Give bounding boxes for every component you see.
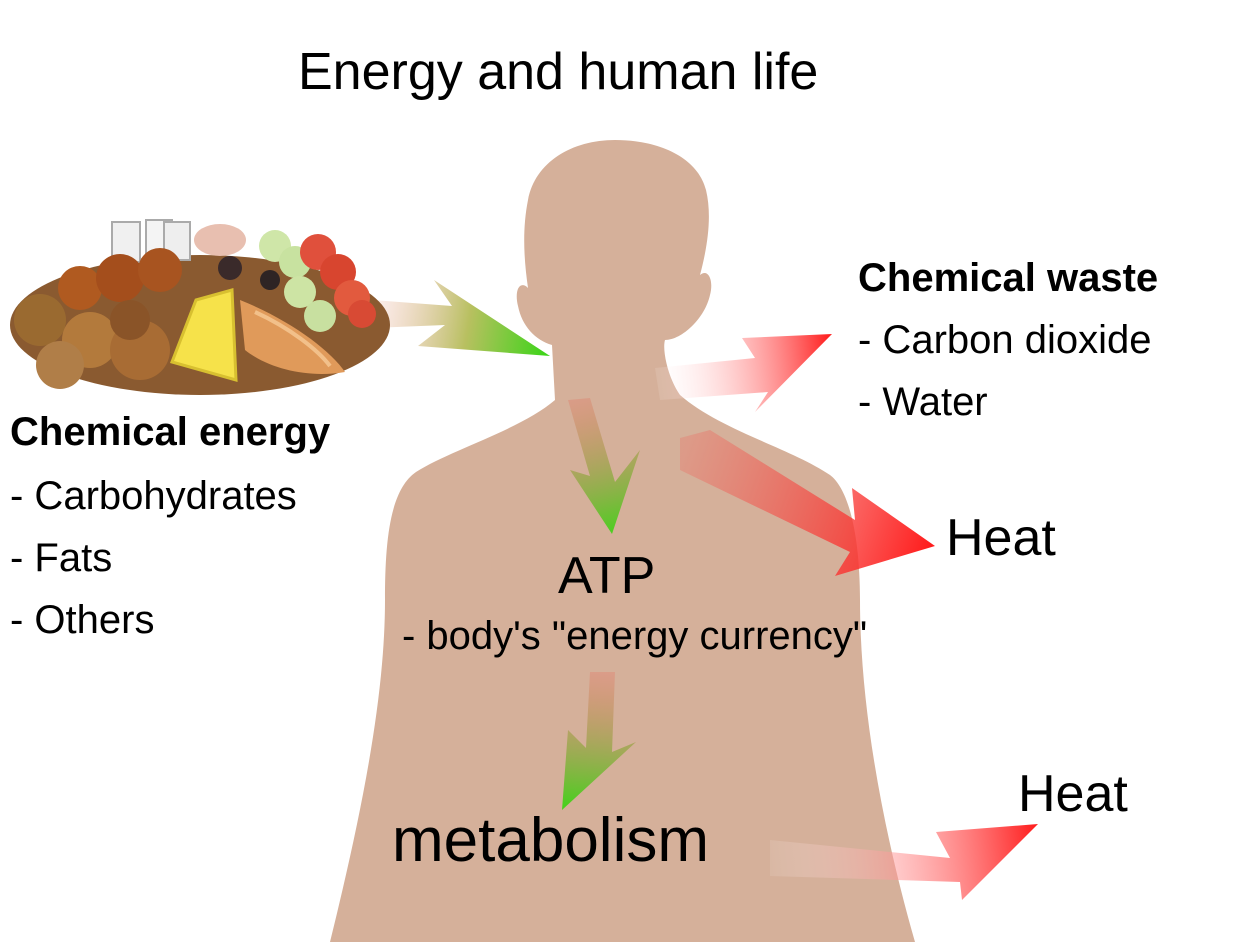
metabolism-label: metabolism bbox=[392, 806, 709, 875]
heat-label-upper: Heat bbox=[946, 509, 1056, 567]
chemical-energy-item: - Others bbox=[10, 598, 155, 642]
atp-description: - body's "energy currency" bbox=[402, 614, 868, 658]
chemical-energy-heading: Chemical energy bbox=[10, 410, 331, 454]
chemical-waste-arrow bbox=[655, 334, 832, 412]
chemical-waste-heading: Chemical waste bbox=[858, 256, 1159, 300]
to-metabolism-arrow bbox=[562, 672, 636, 810]
human-silhouette bbox=[330, 140, 915, 942]
heat-lower-arrow bbox=[770, 824, 1038, 900]
to-atp-arrow bbox=[568, 398, 640, 534]
chemical-energy-item: - Fats bbox=[10, 536, 113, 580]
chemical-waste-item: - Water bbox=[858, 380, 988, 424]
diagram-title: Energy and human life bbox=[298, 43, 819, 101]
chemical-waste-item: - Carbon dioxide bbox=[858, 318, 1152, 362]
food-plate-image bbox=[10, 219, 390, 395]
chemical-energy-item: - Carbohydrates bbox=[10, 474, 297, 518]
food-to-body-arrow bbox=[372, 280, 550, 356]
heat-label-lower: Heat bbox=[1018, 765, 1128, 823]
heat-upper-arrow bbox=[680, 430, 935, 576]
atp-label: ATP bbox=[558, 547, 656, 605]
